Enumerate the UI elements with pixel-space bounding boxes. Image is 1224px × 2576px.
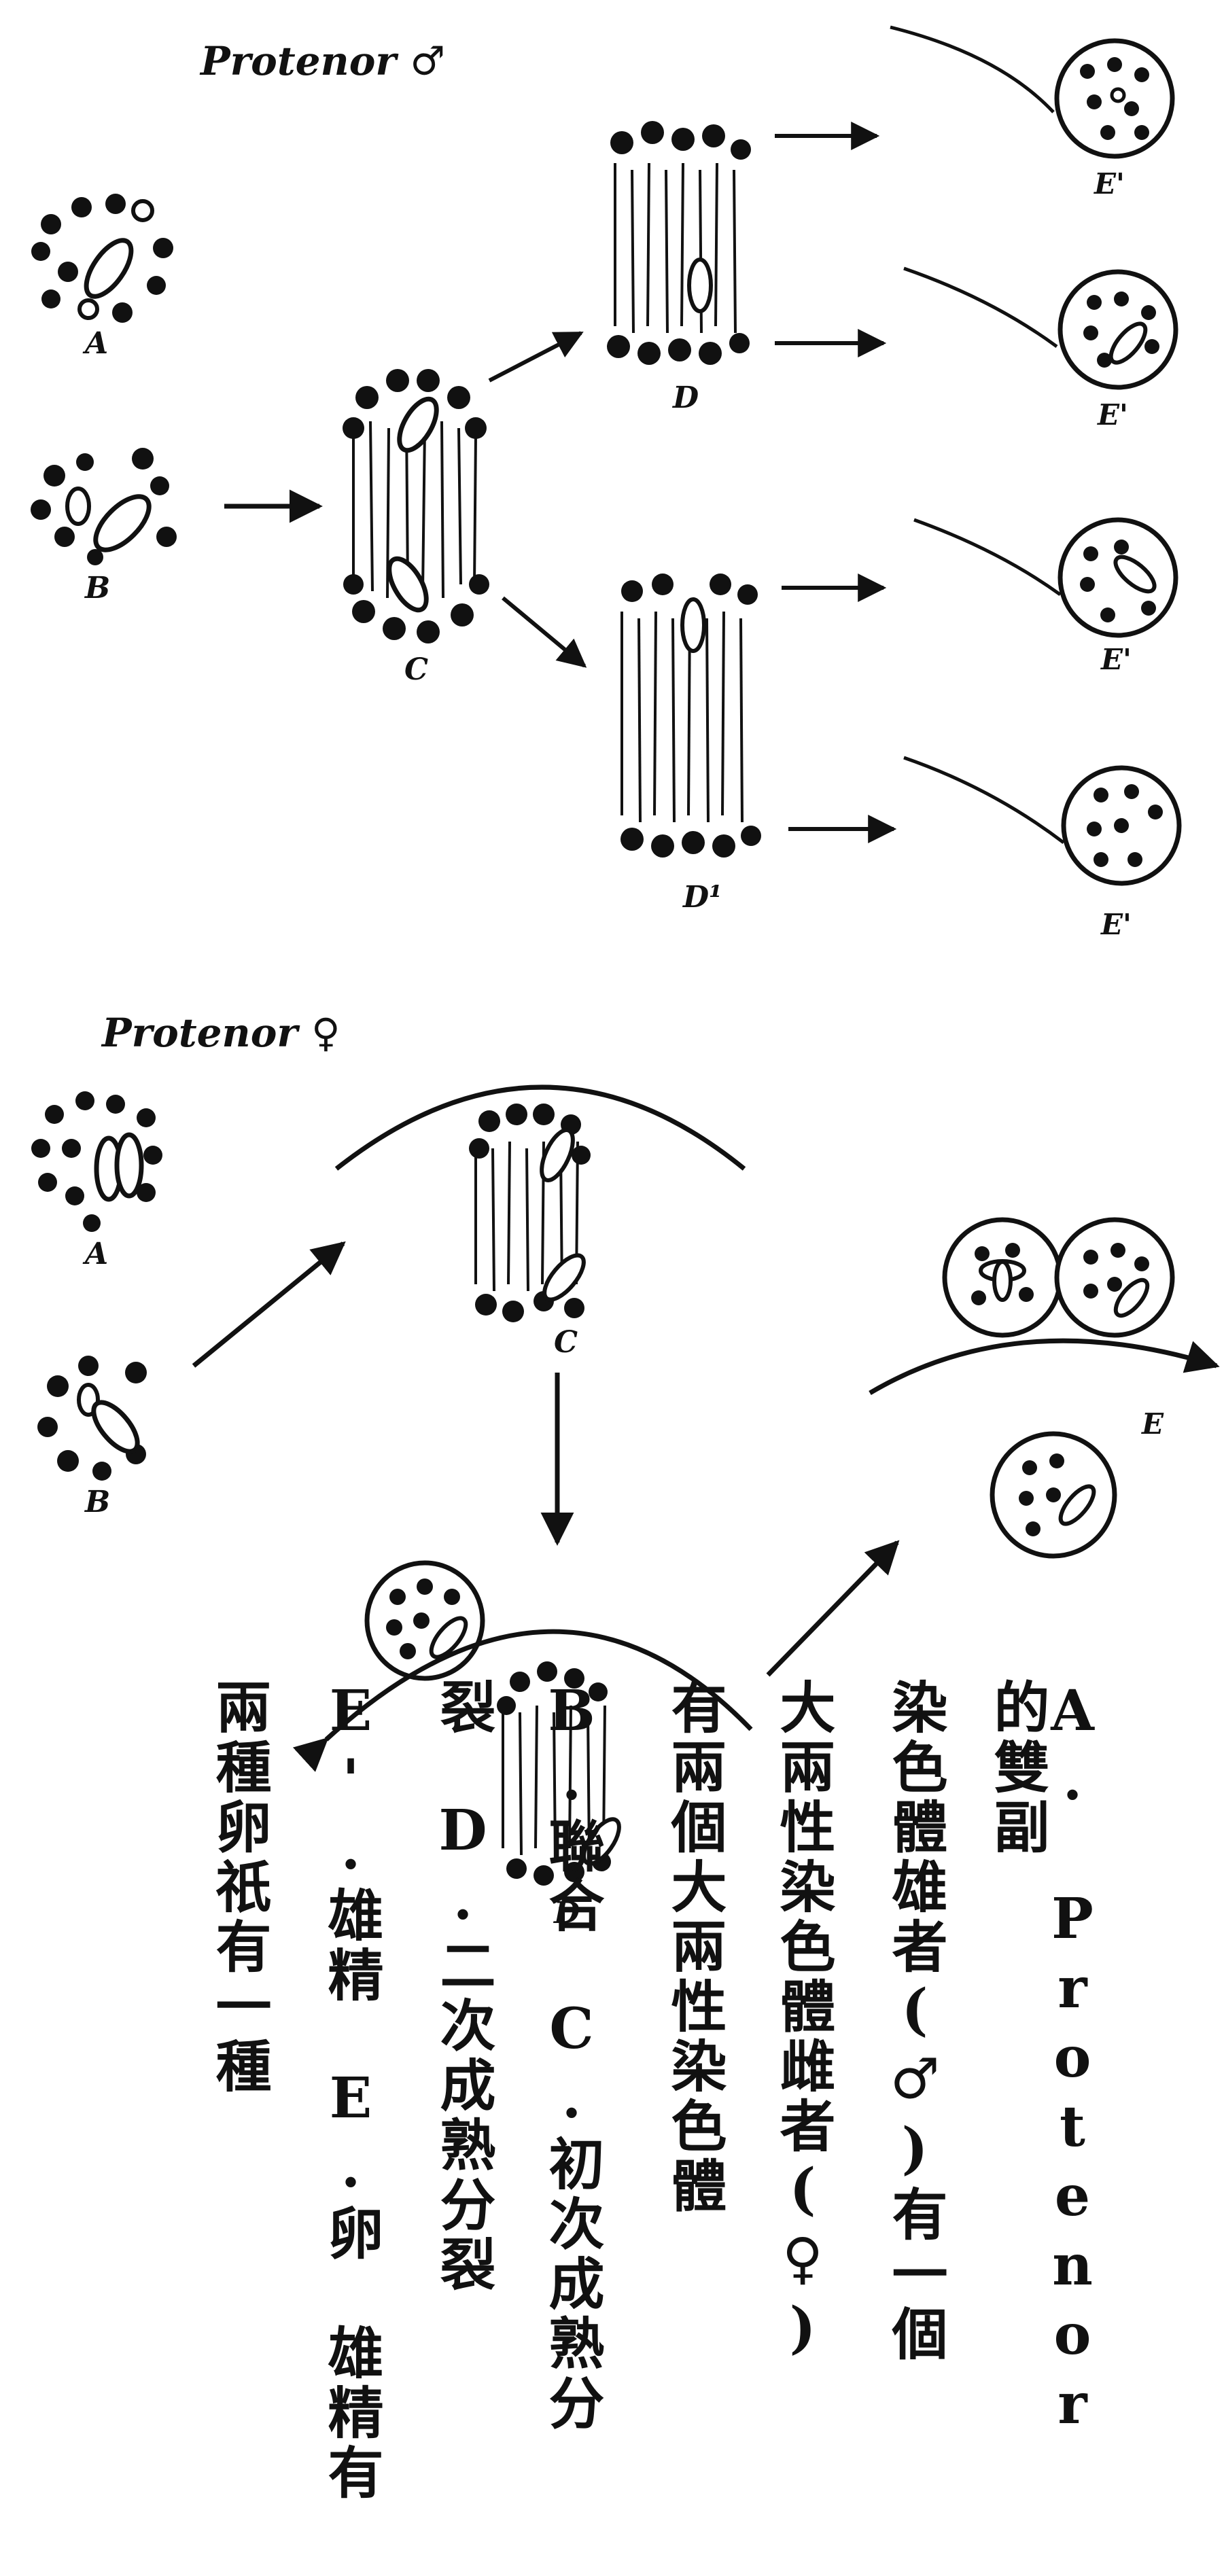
- male-label-e1: E': [1094, 167, 1125, 200]
- female-polar-body-1: [367, 1563, 483, 1678]
- female-polar-body-3: [1057, 1220, 1172, 1335]
- caption-line-7: E'.雄精 E.卵 雄精有: [323, 1678, 379, 2562]
- male-cell-c: [343, 369, 489, 643]
- male-label-e3: E': [1100, 643, 1132, 676]
- female-label-b: B: [84, 1485, 110, 1519]
- caption-line-3: 大兩性染色體雌者(♀): [775, 1678, 830, 2562]
- caption-line-4: 有兩個大兩性染色體: [666, 1678, 722, 2562]
- female-curve-right: [870, 1341, 1217, 1393]
- female-label-c: C: [554, 1325, 578, 1360]
- female-cell-b: [37, 1356, 147, 1481]
- arrow-female-b-to-c: [194, 1243, 343, 1366]
- caption-line-1: A. Protenor 的雙副: [989, 1678, 1100, 2562]
- male-label-c: C: [404, 652, 428, 687]
- female-label-e: E: [1141, 1407, 1164, 1441]
- caption-line-5: B.聯合 C.初次成熟分: [544, 1678, 599, 2562]
- female-polar-body-2: [945, 1220, 1060, 1335]
- caption-line-2: 染色體雄者(♂)有一個: [887, 1678, 943, 2562]
- male-label-e2: E': [1097, 398, 1128, 431]
- female-cell-c: [469, 1104, 591, 1322]
- arrow-male-c-to-d1: [503, 598, 584, 666]
- male-sperm-e1: [890, 27, 1172, 156]
- male-title: Protenor ♂: [199, 38, 445, 84]
- male-cell-d: [607, 121, 751, 365]
- female-label-a: A: [82, 1237, 108, 1271]
- male-cell-a: [31, 194, 173, 323]
- female-title: Protenor ♀: [101, 1010, 340, 1056]
- male-cell-d1: [620, 574, 761, 858]
- male-label-e4: E': [1100, 908, 1132, 941]
- caption-line-8: 兩種卵祇有一種: [211, 1678, 266, 2562]
- male-label-a: A: [82, 326, 108, 361]
- caption-line-6: 裂 D.二次成熟分裂: [435, 1678, 491, 2562]
- male-label-d: D: [671, 381, 699, 415]
- male-cell-b: [31, 448, 177, 565]
- male-label-b: B: [84, 571, 110, 605]
- female-egg: [992, 1434, 1115, 1556]
- arrow-female-d-to-e: [768, 1542, 897, 1675]
- female-curve-top: [336, 1087, 744, 1169]
- male-sperm-e4: [904, 758, 1179, 883]
- arrow-male-c-to-d: [489, 333, 581, 381]
- male-sperm-e3: [914, 520, 1176, 635]
- male-label-d1: D¹: [682, 880, 722, 915]
- male-sperm-e2: [904, 268, 1176, 387]
- female-cell-a: [31, 1091, 162, 1232]
